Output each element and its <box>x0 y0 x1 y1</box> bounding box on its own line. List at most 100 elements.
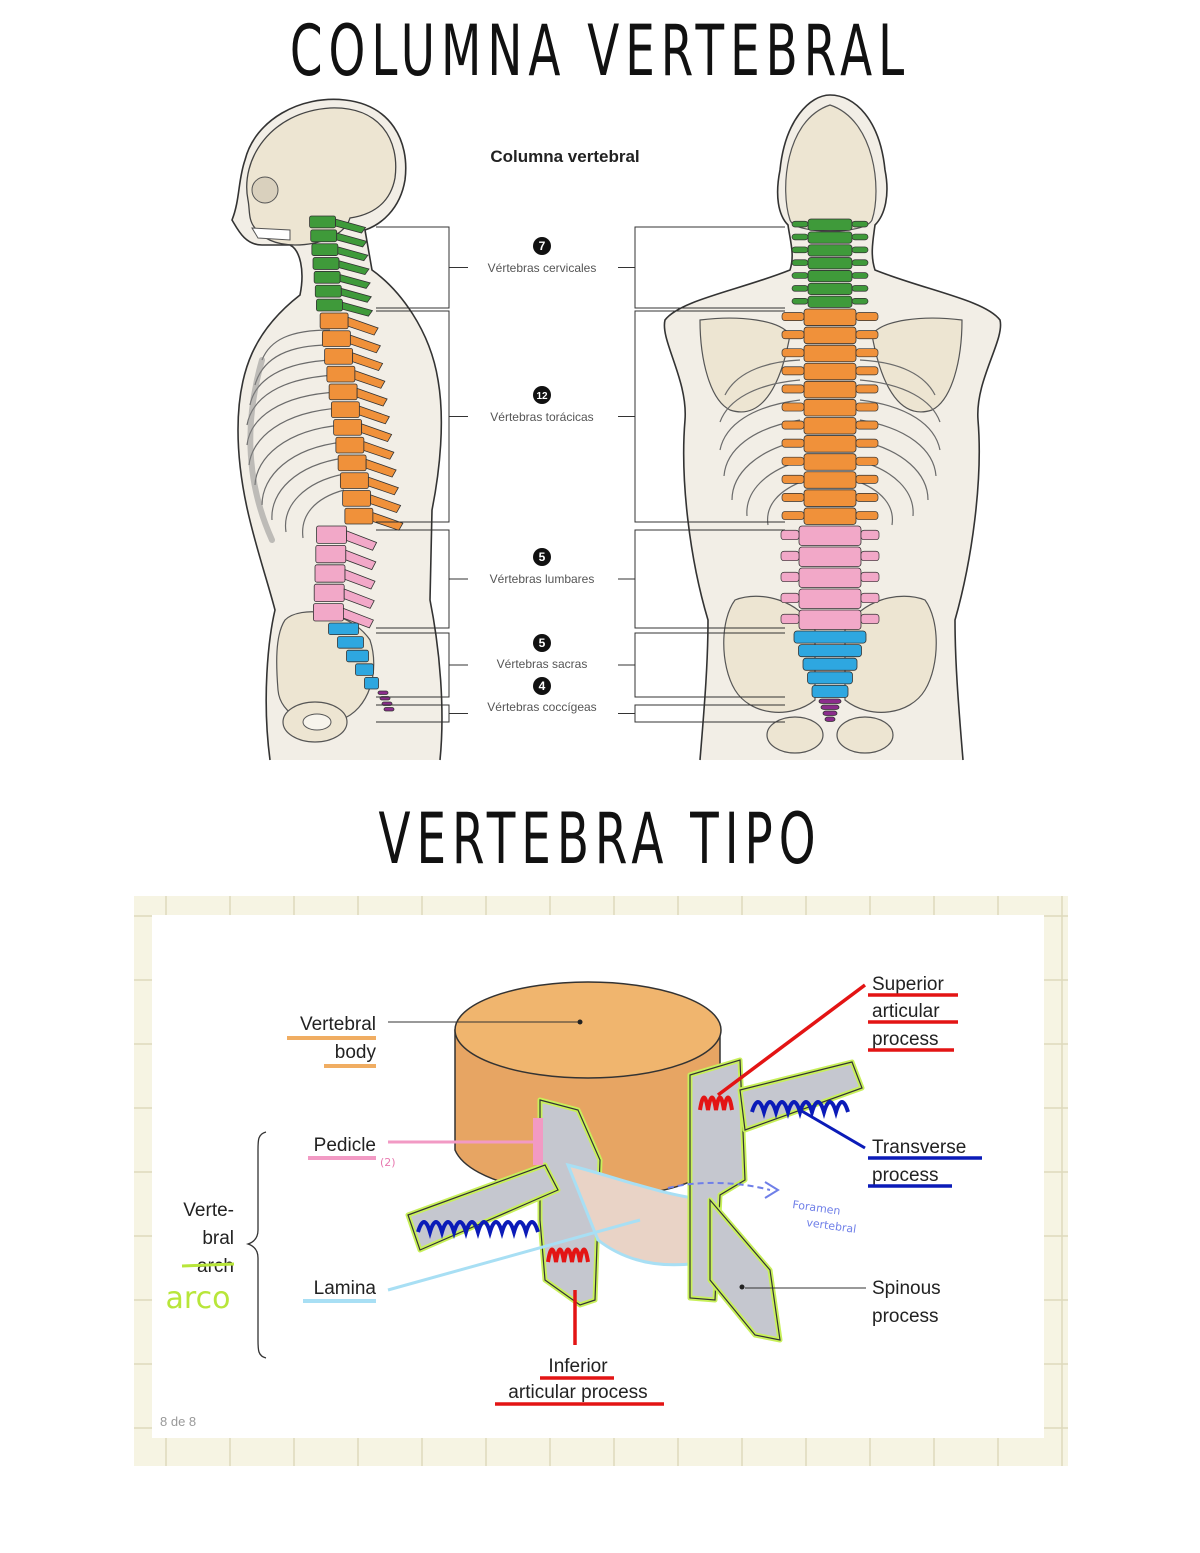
grid-lines <box>134 896 1068 1466</box>
label-transverse-2: process <box>872 1165 939 1186</box>
label-arch-2: bral <box>202 1228 234 1249</box>
posterior-process-left-1-0 <box>781 312 805 322</box>
lateral-process-1-1 <box>349 334 381 354</box>
posterior-vertebra-1-8 <box>803 453 857 471</box>
posterior-vertebra-1-0 <box>803 308 857 326</box>
lateral-vertebra-0-2 <box>311 243 339 256</box>
lateral-vertebra-2-2 <box>314 564 346 583</box>
posterior-process-right-1-10 <box>855 493 879 502</box>
lateral-process-0-0 <box>335 218 367 234</box>
lateral-vertebra-0-1 <box>310 229 338 243</box>
posterior-process-left-2-4 <box>780 613 800 625</box>
posterior-process-right-0-5 <box>851 285 869 292</box>
posterior-vertebra-2-4 <box>798 609 862 630</box>
lateral-vertebra-1-3 <box>326 365 356 383</box>
label-arco: arco <box>166 1281 231 1316</box>
lateral-vertebra-0-3 <box>312 257 340 270</box>
posterior-process-left-2-0 <box>780 529 800 541</box>
lateral-process-1-10 <box>370 494 402 514</box>
label-vertebral-body-2: body <box>335 1042 377 1063</box>
posterior-process-right-2-4 <box>860 613 880 625</box>
lateral-process-0-4 <box>339 274 371 289</box>
lateral-vertebra-3-4 <box>364 677 379 690</box>
lateral-process-2-3 <box>343 588 375 609</box>
lateral-process-1-6 <box>361 423 393 443</box>
lateral-process-0-3 <box>338 260 370 276</box>
posterior-vertebra-0-2 <box>807 244 853 257</box>
posterior-process-left-0-0 <box>791 220 809 228</box>
lateral-vertebra-4-3 <box>383 707 395 712</box>
posterior-process-right-1-1 <box>855 330 879 340</box>
posterior-vertebra-4-3 <box>824 716 836 722</box>
posterior-vertebra-3-3 <box>807 671 853 685</box>
lateral-process-1-0 <box>347 316 379 336</box>
region-count-badge-4 <box>533 677 551 695</box>
label-vertebral-body-1: Vertebral <box>300 1014 376 1035</box>
posterior-vertebra-2-1 <box>798 546 862 567</box>
lateral-vertebra-2-1 <box>315 545 347 564</box>
region-count-3: 5 <box>539 636 546 650</box>
lateral-process-0-1 <box>336 232 368 248</box>
lateral-process-2-0 <box>346 530 378 551</box>
lateral-vertebra-0-6 <box>316 298 343 312</box>
lateral-vertebra-1-9 <box>339 472 369 489</box>
lateral-vertebra-1-5 <box>330 401 360 418</box>
posterior-process-left-1-1 <box>781 330 805 340</box>
posterior-spine <box>780 218 880 722</box>
lateral-process-1-2 <box>352 352 384 372</box>
posterior-process-right-0-1 <box>851 233 869 241</box>
label-inferior-1: Inferior <box>548 1356 608 1377</box>
posterior-vertebra-1-1 <box>803 326 857 345</box>
lateral-vertebra-2-3 <box>313 583 345 603</box>
posterior-process-left-0-2 <box>791 246 809 254</box>
posterior-vertebra-1-11 <box>803 507 857 525</box>
posterior-process-left-1-8 <box>781 456 805 466</box>
vertebral-arch-shape <box>405 1057 865 1343</box>
region-count-4: 4 <box>539 679 546 693</box>
posterior-vertebra-1-5 <box>803 399 857 417</box>
posterior-process-left-1-11 <box>781 511 805 520</box>
posterior-vertebra-4-1 <box>820 704 840 710</box>
posterior-process-left-1-4 <box>781 384 805 394</box>
label-spinous-2: process <box>872 1306 939 1327</box>
posterior-process-left-0-5 <box>791 285 809 292</box>
posterior-process-left-1-7 <box>781 438 805 448</box>
grid-paper <box>134 896 1068 1466</box>
posterior-vertebra-0-1 <box>807 231 853 244</box>
posterior-process-left-2-3 <box>780 592 800 604</box>
label-pedicle-note: (2) <box>380 1156 396 1169</box>
posterior-process-right-2-1 <box>860 550 880 562</box>
posterior-process-left-1-9 <box>781 474 805 484</box>
posterior-process-right-2-2 <box>860 571 880 583</box>
posterior-process-right-1-2 <box>855 348 879 358</box>
posterior-vertebra-4-0 <box>818 698 842 704</box>
lateral-vertebra-3-1 <box>337 636 364 649</box>
lateral-vertebra-1-4 <box>328 383 358 401</box>
region-label-1: Vértebras torácicas <box>490 410 593 424</box>
lateral-vertebra-1-2 <box>324 348 354 365</box>
posterior-process-right-1-7 <box>855 438 879 448</box>
posterior-process-right-1-5 <box>855 402 879 412</box>
posterior-process-right-0-2 <box>851 246 869 254</box>
posterior-vertebra-2-2 <box>798 567 862 588</box>
posterior-vertebra-0-6 <box>807 295 853 308</box>
label-spinous-1: Spinous <box>872 1278 941 1299</box>
page-title-columna: COLUMNA VERTEBRAL <box>289 11 911 93</box>
lateral-process-0-2 <box>337 246 369 262</box>
posterior-vertebra-0-0 <box>807 218 853 231</box>
label-foramen-2: vertebral <box>806 1216 858 1236</box>
posterior-process-left-1-6 <box>781 420 805 430</box>
posterior-vertebra-1-2 <box>803 344 857 363</box>
lateral-process-1-3 <box>354 370 386 389</box>
slide-panel <box>152 915 1044 1438</box>
region-label-3: Vértebras sacras <box>497 657 588 671</box>
label-lamina: Lamina <box>314 1278 377 1299</box>
region-count-badge-0 <box>533 237 551 255</box>
posterior-process-right-2-0 <box>860 529 880 541</box>
posterior-process-left-0-4 <box>791 272 809 279</box>
label-superior-1: Superior <box>872 974 944 995</box>
posterior-process-left-1-2 <box>781 348 805 358</box>
posterior-vertebra-1-9 <box>803 471 857 489</box>
posterior-process-right-2-3 <box>860 592 880 604</box>
page-indicator: 8 de 8 <box>160 1414 196 1429</box>
